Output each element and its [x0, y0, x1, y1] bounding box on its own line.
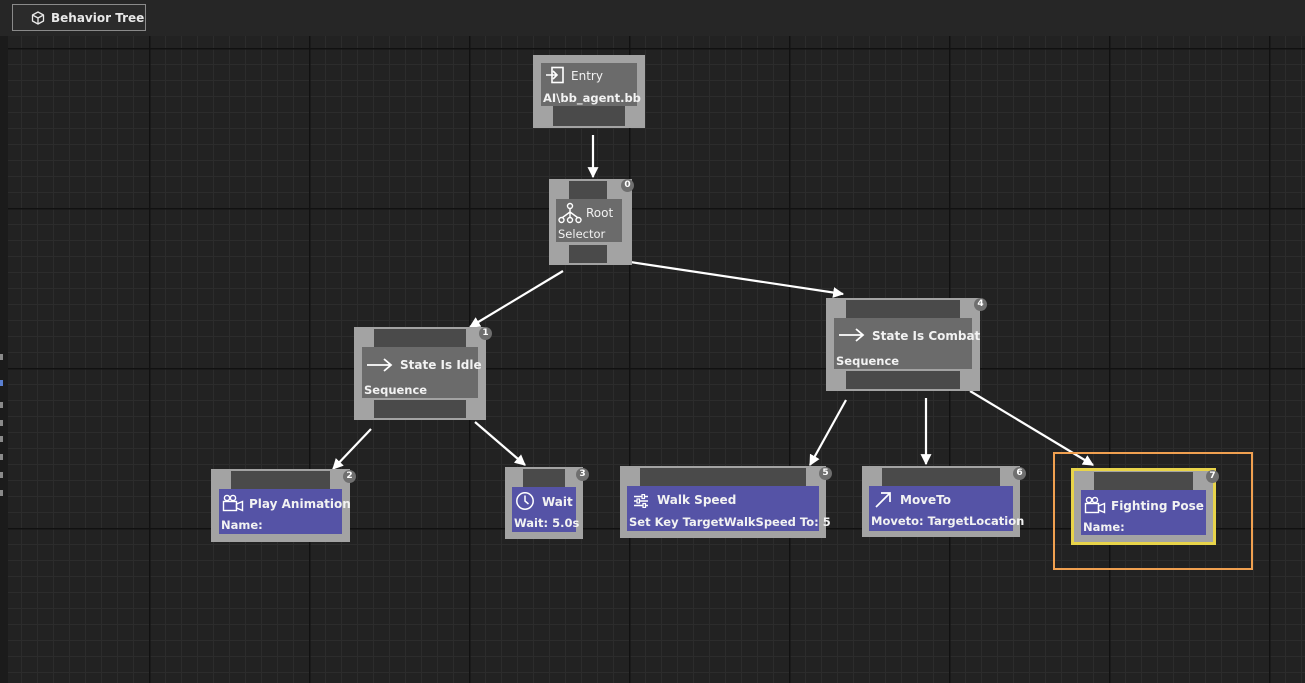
node-title: Play Animation [249, 497, 351, 511]
node-subtitle: Name: [1083, 520, 1125, 534]
arrow-up-right-icon [873, 490, 893, 514]
edge-marker [0, 454, 3, 460]
fighting-pose-body: Fighting Pose Name: [1081, 490, 1206, 535]
node-subtitle: Sequence [836, 354, 900, 368]
node-subtitle: Selector [558, 227, 606, 241]
node-title: Entry [571, 69, 603, 83]
node-title: State Is Combat [872, 329, 981, 343]
edge-marker [0, 380, 3, 386]
walk-speed-body: Walk Speed Set Key TargetWalkSpeed To: 5 [627, 486, 831, 531]
edge-marker [0, 402, 3, 408]
edge-marker [0, 420, 3, 426]
node-subtitle: Set Key TargetWalkSpeed To: 5 [629, 515, 831, 529]
node-subtitle: AI\bb_agent.bb [543, 91, 641, 105]
input-port[interactable] [374, 329, 466, 347]
state-is-idle-node[interactable]: State Is Idle Sequence [354, 327, 486, 420]
node-index-badge: 6 [1013, 467, 1026, 480]
node-title: Root [586, 206, 614, 220]
output-port[interactable] [374, 400, 466, 418]
node-title: Wait [542, 495, 573, 509]
input-port[interactable] [640, 468, 806, 486]
root-node-body: Root Selector [556, 199, 622, 242]
node-index-badge: 0 [621, 179, 634, 192]
input-port[interactable] [1094, 472, 1193, 490]
node-subtitle: Wait: 5.0s [514, 516, 580, 530]
wait-body: Wait Wait: 5.0s [512, 487, 580, 532]
node-index-badge: 5 [819, 467, 832, 480]
node-index-badge: 3 [576, 468, 589, 481]
walk-speed-node[interactable]: Walk Speed Set Key TargetWalkSpeed To: 5 [620, 466, 831, 538]
node-title: Walk Speed [657, 493, 737, 507]
input-port[interactable] [523, 469, 565, 487]
node-subtitle: Name: [221, 518, 263, 532]
entry-node[interactable]: Entry AI\bb_agent.bb [533, 55, 645, 128]
input-port[interactable] [882, 468, 1000, 486]
clock-icon [515, 491, 535, 515]
fighting-pose-node[interactable]: Fighting Pose Name: [1071, 468, 1216, 545]
state-is-combat-node[interactable]: State Is Combat Sequence [826, 298, 980, 391]
selection-highlight-box [1053, 452, 1253, 570]
node-index-badge: 7 [1206, 470, 1219, 483]
arrow-right-icon [838, 327, 866, 347]
camera-icon [1084, 496, 1106, 518]
left-edge-strip [0, 36, 8, 683]
tab-behavior-tree[interactable]: Behavior Tree [12, 4, 146, 31]
input-port[interactable] [569, 181, 607, 199]
move-to-node[interactable]: MoveTo Moveto: TargetLocation [862, 466, 1024, 537]
output-port[interactable] [553, 106, 625, 126]
top-toolbar: Behavior Tree [0, 0, 1305, 37]
node-index-badge: 2 [343, 470, 356, 483]
entry-node-body: Entry AI\bb_agent.bb [541, 63, 641, 106]
output-port[interactable] [569, 245, 607, 263]
graph-canvas[interactable] [8, 36, 1305, 683]
output-port[interactable] [846, 371, 960, 389]
state-is-combat-body: State Is Combat Sequence [834, 318, 980, 369]
edge-marker [0, 472, 3, 478]
arrow-right-icon [366, 357, 394, 377]
edge-marker [0, 354, 3, 360]
node-subtitle: Sequence [364, 383, 428, 397]
state-is-idle-body: State Is Idle Sequence [362, 347, 482, 398]
move-to-body: MoveTo Moveto: TargetLocation [869, 486, 1024, 531]
edge-marker [0, 490, 3, 496]
play-animation-body: Play Animation Name: [219, 489, 351, 534]
sliders-icon [633, 493, 649, 512]
node-index-badge: 4 [974, 298, 987, 311]
input-port[interactable] [846, 300, 960, 318]
node-title: State Is Idle [400, 358, 482, 372]
root-node[interactable]: Root Selector [549, 179, 632, 265]
edge-marker [0, 436, 3, 442]
cube-icon [31, 10, 45, 25]
node-title: Fighting Pose [1111, 499, 1204, 513]
tab-label: Behavior Tree [51, 10, 145, 25]
node-title: MoveTo [900, 493, 951, 507]
play-animation-node[interactable]: Play Animation Name: [211, 469, 351, 542]
node-subtitle: Moveto: TargetLocation [871, 514, 1025, 528]
selector-tree-icon [558, 202, 582, 228]
entry-icon [545, 66, 565, 88]
camera-icon [222, 494, 244, 516]
node-index-badge: 1 [479, 327, 492, 340]
input-port[interactable] [231, 471, 330, 489]
wait-node[interactable]: Wait Wait: 5.0s [505, 467, 583, 539]
